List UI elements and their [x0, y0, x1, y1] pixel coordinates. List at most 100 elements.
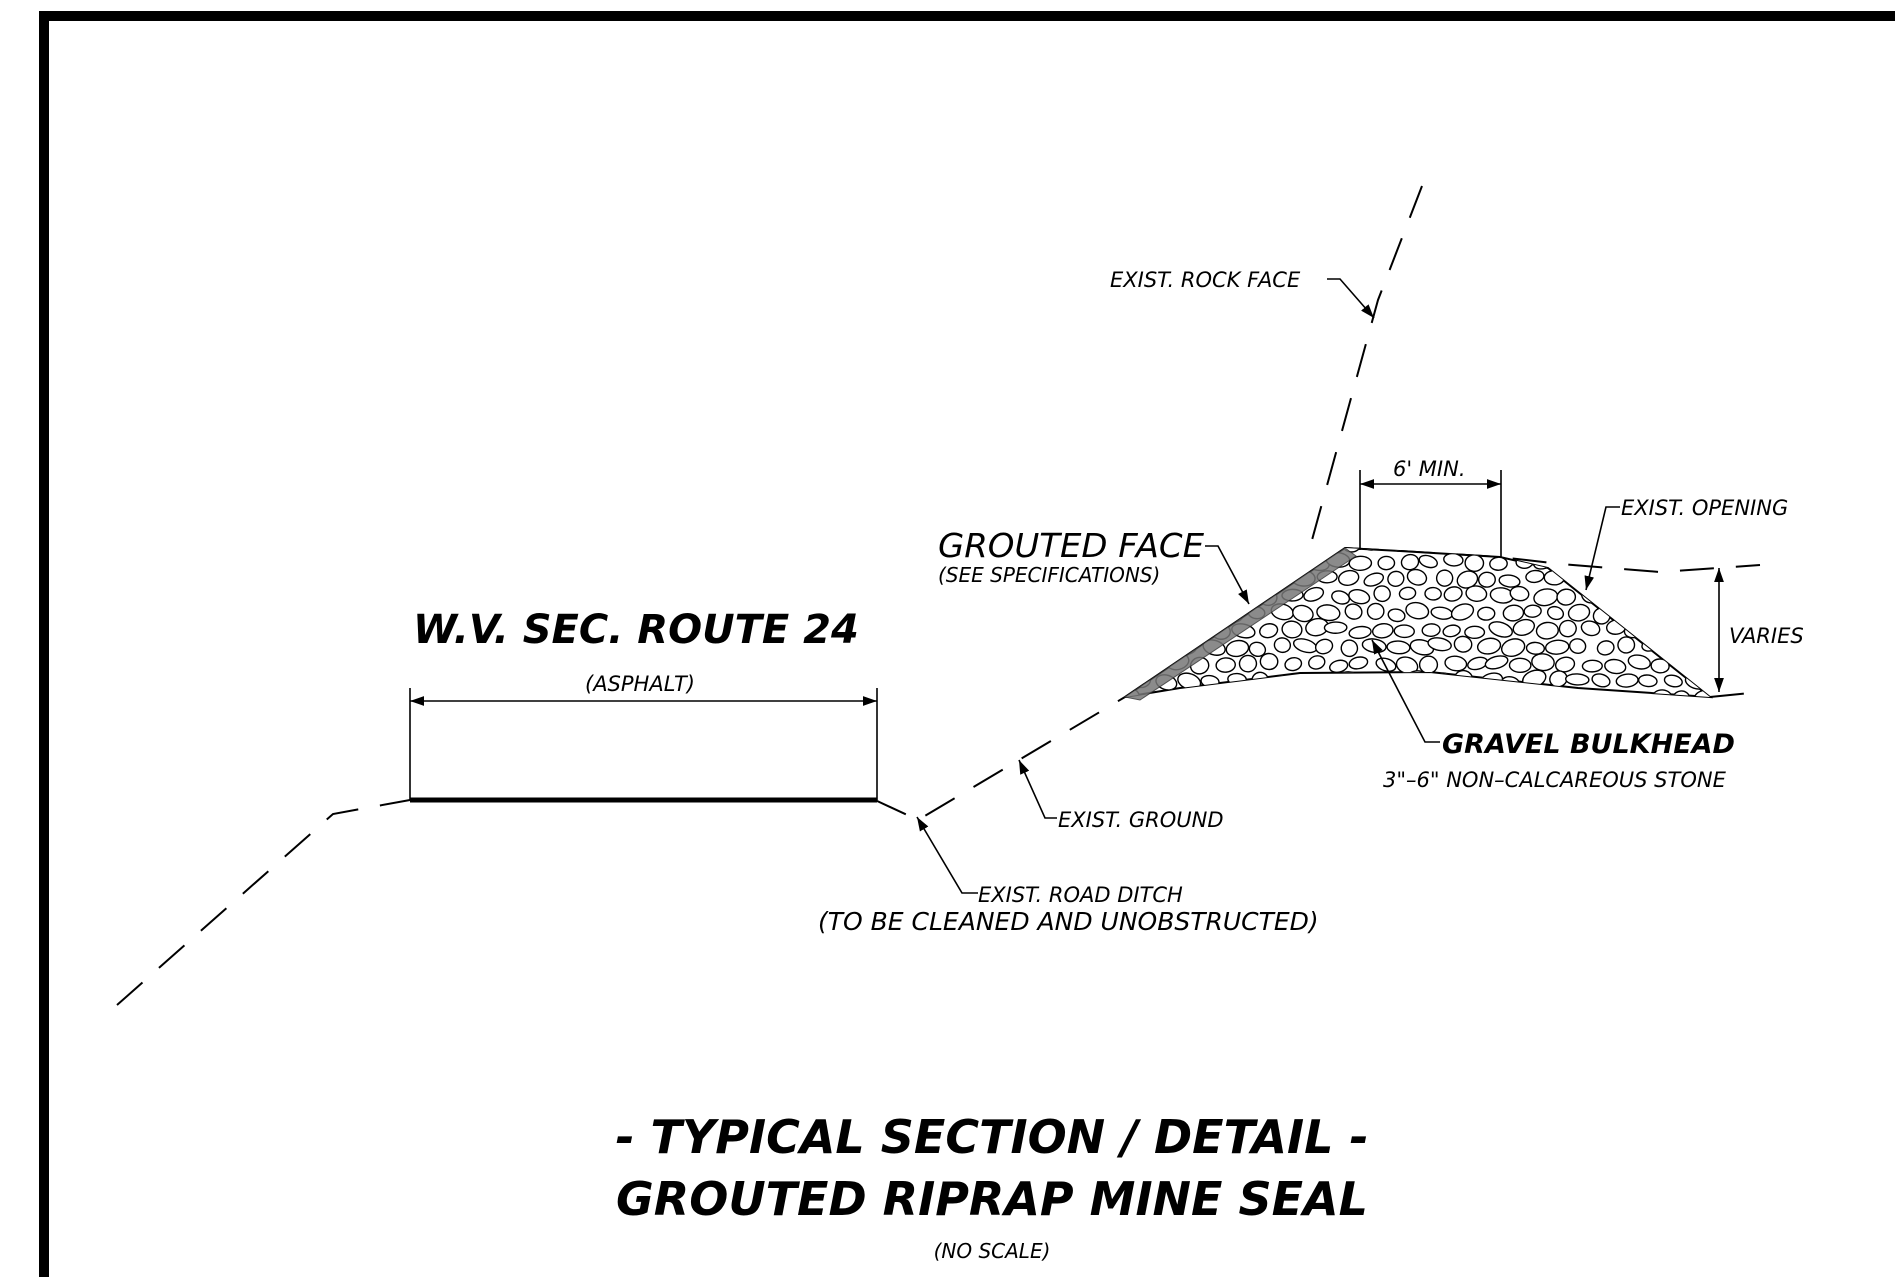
riprap-stone [1589, 548, 1613, 554]
riprap-stone [1464, 554, 1485, 572]
riprap-stone [1484, 655, 1509, 670]
riprap-stone [1154, 636, 1175, 655]
riprap-stone [1650, 658, 1670, 674]
riprap-stone [1398, 586, 1417, 601]
riprap-stone [1455, 548, 1480, 556]
riprap-stone [1599, 556, 1624, 570]
riprap-stone [1257, 555, 1280, 572]
riprap-stone [1558, 619, 1577, 638]
rock-face-leader [1327, 278, 1375, 319]
ground-leader [1018, 759, 1057, 819]
riprap-stone [1684, 603, 1709, 622]
riprap-stone [1465, 690, 1487, 697]
riprap-stone [1464, 625, 1486, 640]
riprap-stone [1215, 657, 1236, 673]
riprap-stone [1525, 569, 1545, 584]
riprap-stone [1476, 637, 1502, 655]
riprap-stone [1652, 689, 1673, 697]
riprap-stone [1579, 554, 1598, 570]
riprap-stone [1651, 624, 1670, 641]
grouted-face-label: GROUTED FACE [938, 526, 1204, 565]
riprap-stone [1477, 571, 1496, 588]
riprap-stone [1509, 585, 1530, 602]
riprap-stone [1386, 640, 1411, 655]
riprap-stone [1707, 674, 1710, 690]
riprap-stone [1340, 639, 1359, 658]
riprap-stone [1374, 691, 1393, 697]
riprap-stone [1125, 604, 1130, 619]
riprap-stone [1502, 604, 1525, 622]
riprap-stone [1190, 586, 1213, 604]
riprap-stone [1225, 548, 1245, 555]
rock-face-label: EXIST. ROCK FACE [1110, 268, 1301, 292]
opening-leader [1584, 506, 1620, 591]
riprap-stone [1661, 548, 1681, 551]
riprap-stone [1175, 603, 1199, 619]
riprap-stone [1591, 673, 1611, 688]
riprap-stone [1580, 690, 1600, 697]
riprap-stone [1135, 639, 1156, 658]
riprap-stone [1687, 636, 1709, 656]
riprap-stone [1197, 604, 1222, 623]
riprap-stone [1202, 570, 1225, 588]
grouted-face-note: (SEE SPECIFICATIONS) [938, 563, 1160, 587]
riprap-stone [1273, 570, 1293, 585]
riprap-stone [1435, 569, 1454, 587]
riprap-stone [1143, 621, 1163, 636]
riprap-stone [1304, 692, 1323, 697]
riprap-stone [1675, 657, 1694, 675]
riprap-stone [1591, 571, 1610, 587]
riprap-stone [1308, 655, 1326, 670]
riprap-stone [1167, 622, 1191, 640]
riprap-stone [1663, 674, 1683, 688]
riprap-stone [1614, 603, 1637, 620]
drawing-title-line1: - TYPICAL SECTION / DETAIL - [615, 1110, 1368, 1164]
ground-label: EXIST. GROUND [1058, 808, 1224, 832]
riprap-stone [1660, 572, 1681, 589]
riprap-stone [1580, 620, 1601, 637]
ditch-note: (TO BE CLEANED AND UNOBSTRUCTED) [818, 907, 1319, 936]
riprap-stone [1405, 601, 1430, 620]
riprap-stone [1406, 568, 1428, 586]
riprap-stone [1419, 688, 1438, 697]
riprap-stone [1293, 548, 1312, 554]
riprap-stone [1641, 571, 1662, 589]
riprap-stone [1269, 548, 1290, 552]
riprap-stone [1637, 674, 1658, 688]
riprap-stone [1366, 602, 1385, 620]
ground-line-right [874, 696, 1126, 822]
riprap-stone [1348, 589, 1371, 605]
riprap-stone [1615, 673, 1639, 688]
riprap-stone [1477, 548, 1498, 551]
ditch-label: EXIST. ROAD DITCH [978, 883, 1183, 907]
riprap-stone [1222, 567, 1244, 586]
riprap-stone [1500, 638, 1526, 658]
riprap-stone [1581, 659, 1603, 673]
riprap-stone [1490, 691, 1509, 697]
riprap-stone [1651, 587, 1672, 606]
riprap-stone [1488, 621, 1513, 638]
riprap-stone [1535, 621, 1559, 640]
opening-label: EXIST. OPENING [1621, 496, 1788, 520]
riprap-stone [1564, 673, 1590, 686]
riprap-stone [1613, 570, 1638, 586]
riprap-stone [1683, 548, 1704, 553]
riprap-stone [1360, 548, 1382, 551]
riprap-stone [1281, 620, 1303, 639]
opening-line-top [1344, 547, 1761, 574]
riprap-stone [1316, 604, 1341, 622]
riprap-stone [1536, 689, 1559, 697]
riprap-stone [1418, 554, 1438, 569]
riprap-stone [1698, 590, 1710, 607]
riprap-stone [1489, 556, 1508, 571]
road-name: W.V. SEC. ROUTE 24 [413, 607, 859, 653]
ditch-leader [916, 816, 978, 894]
riprap-stone [1314, 638, 1334, 655]
riprap-stone [1424, 586, 1442, 601]
riprap-stone [1125, 640, 1132, 655]
riprap-stone [1125, 673, 1131, 690]
riprap-stone [1672, 690, 1691, 697]
riprap-stone [1602, 691, 1621, 697]
riprap-stone [1225, 639, 1250, 658]
riprap-stone [1547, 548, 1573, 553]
